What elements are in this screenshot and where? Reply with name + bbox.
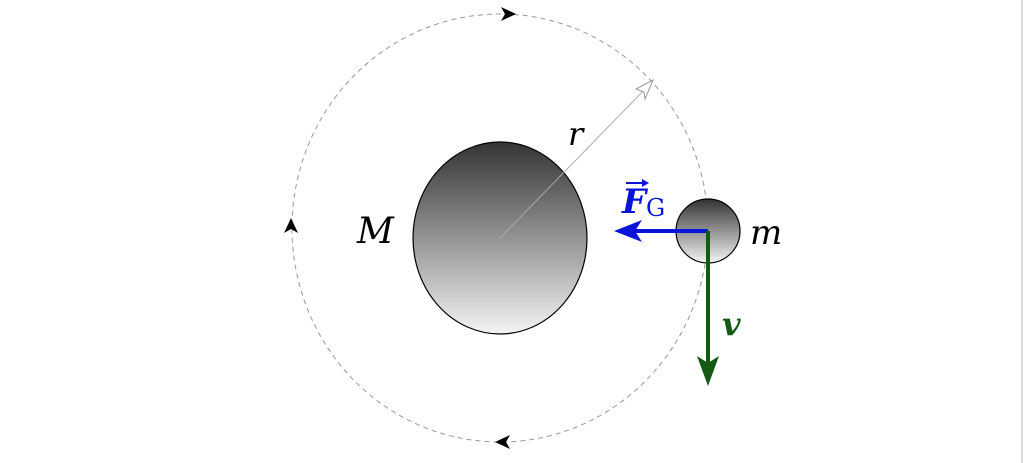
force-label: F G [621, 179, 665, 222]
force-symbol: F [621, 182, 649, 222]
orbit-arrow-left-icon [284, 218, 298, 233]
orbit-arrow-top-icon [501, 7, 516, 21]
orbit-arrow-bottom-icon [495, 435, 510, 449]
central-mass-label: M [356, 211, 395, 252]
page-edge-divider [1021, 0, 1023, 463]
force-arrowhead-icon [614, 220, 642, 242]
velocity-arrowhead-icon [697, 356, 719, 386]
vector-arrowhead-icon [642, 179, 649, 187]
orbiting-mass-label: m [750, 213, 782, 253]
force-subscript: G [646, 194, 665, 222]
radius-label: r [568, 115, 585, 153]
radius-arrowhead-icon [634, 78, 655, 101]
radius-line [499, 85, 649, 239]
velocity-label: v [722, 305, 741, 343]
